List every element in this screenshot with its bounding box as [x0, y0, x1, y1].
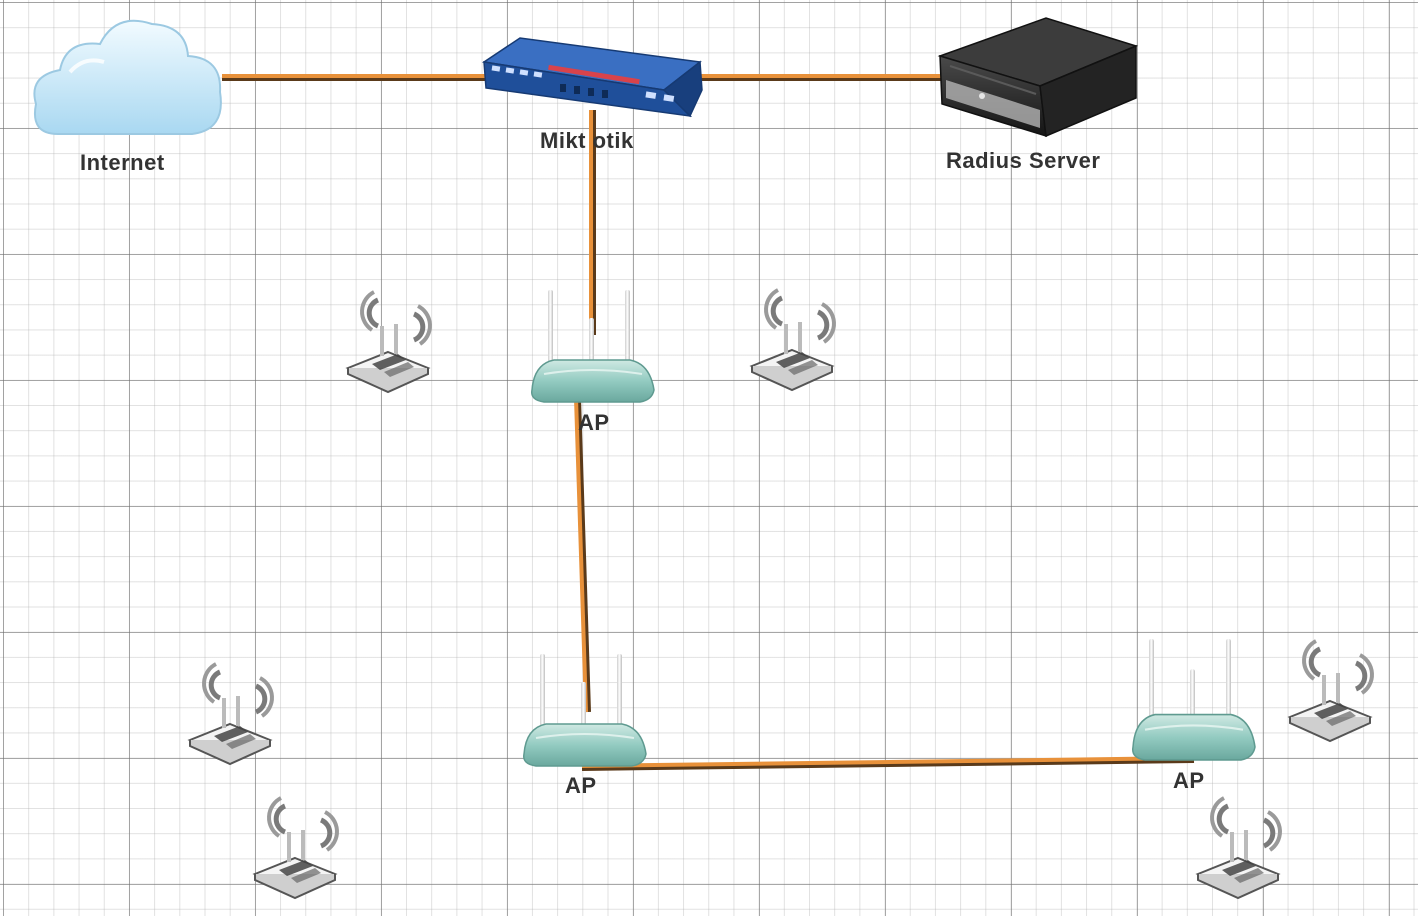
wireless-client-icon — [348, 292, 430, 392]
links — [222, 74, 1195, 771]
label-internet: Internet — [80, 150, 165, 175]
router-icon — [481, 37, 703, 118]
wireless-client-icon — [1290, 641, 1372, 741]
link-mikrotik-ap-top — [589, 110, 596, 335]
cloud-icon — [33, 19, 222, 135]
label-mikrotik: Mikt otik — [540, 128, 634, 153]
server-icon — [937, 17, 1139, 138]
label-ap-bottom-left: AP — [565, 773, 597, 798]
link-mikrotik-radius — [700, 74, 942, 81]
wireless-client-icon — [255, 798, 337, 898]
wireless-client-icon — [190, 664, 272, 764]
access-point-icon — [1131, 637, 1257, 762]
label-radius-server: Radius Server — [946, 148, 1101, 173]
link-ap-top-ap-bottom-left — [574, 397, 591, 713]
wireless-client-icon — [752, 290, 834, 390]
link-internet-mikrotik — [222, 74, 492, 81]
label-ap-top: AP — [578, 410, 610, 435]
wireless-client-icon — [1198, 798, 1280, 898]
label-ap-bottom-right: AP — [1173, 768, 1205, 793]
link-ap-bottom-left-ap-bottom-right — [581, 756, 1195, 771]
